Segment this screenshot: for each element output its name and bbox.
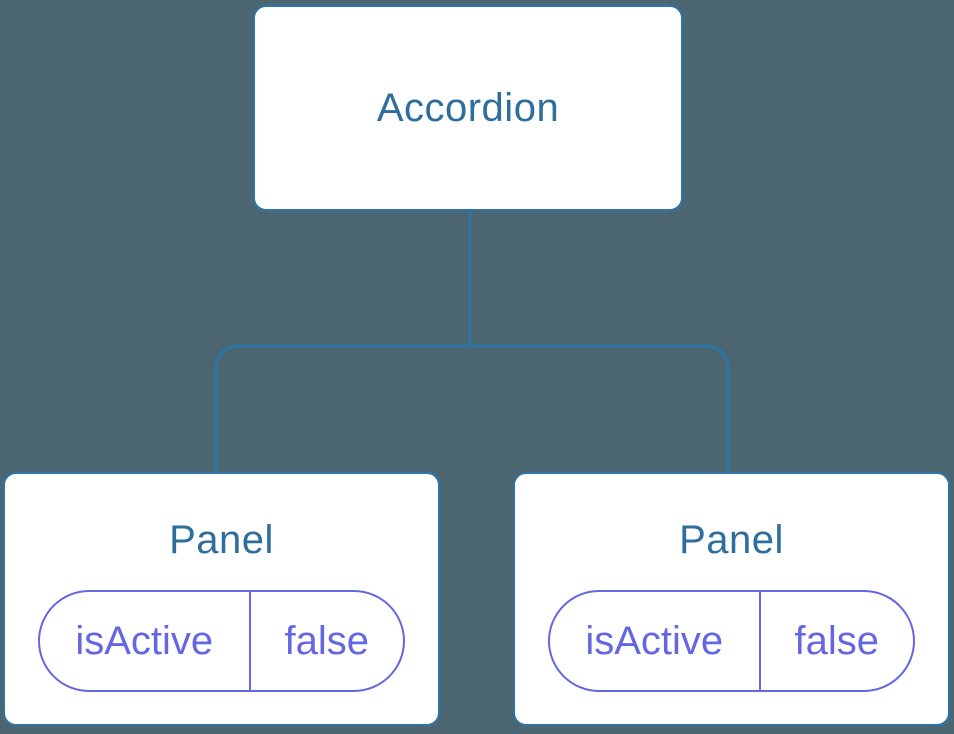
tree-node-panel-left: Panel isActive false [3,472,440,726]
prop-name: isActive [40,592,251,690]
node-label: Panel [169,518,274,562]
tree-node-accordion: Accordion [253,5,683,211]
prop-name: isActive [550,592,761,690]
prop-badge: isActive false [548,590,915,692]
prop-value: false [284,618,370,663]
node-label: Panel [679,518,784,562]
tree-node-panel-right: Panel isActive false [513,472,950,726]
node-label: Accordion [376,86,560,130]
prop-value: false [794,618,880,663]
prop-badge: isActive false [38,590,405,692]
